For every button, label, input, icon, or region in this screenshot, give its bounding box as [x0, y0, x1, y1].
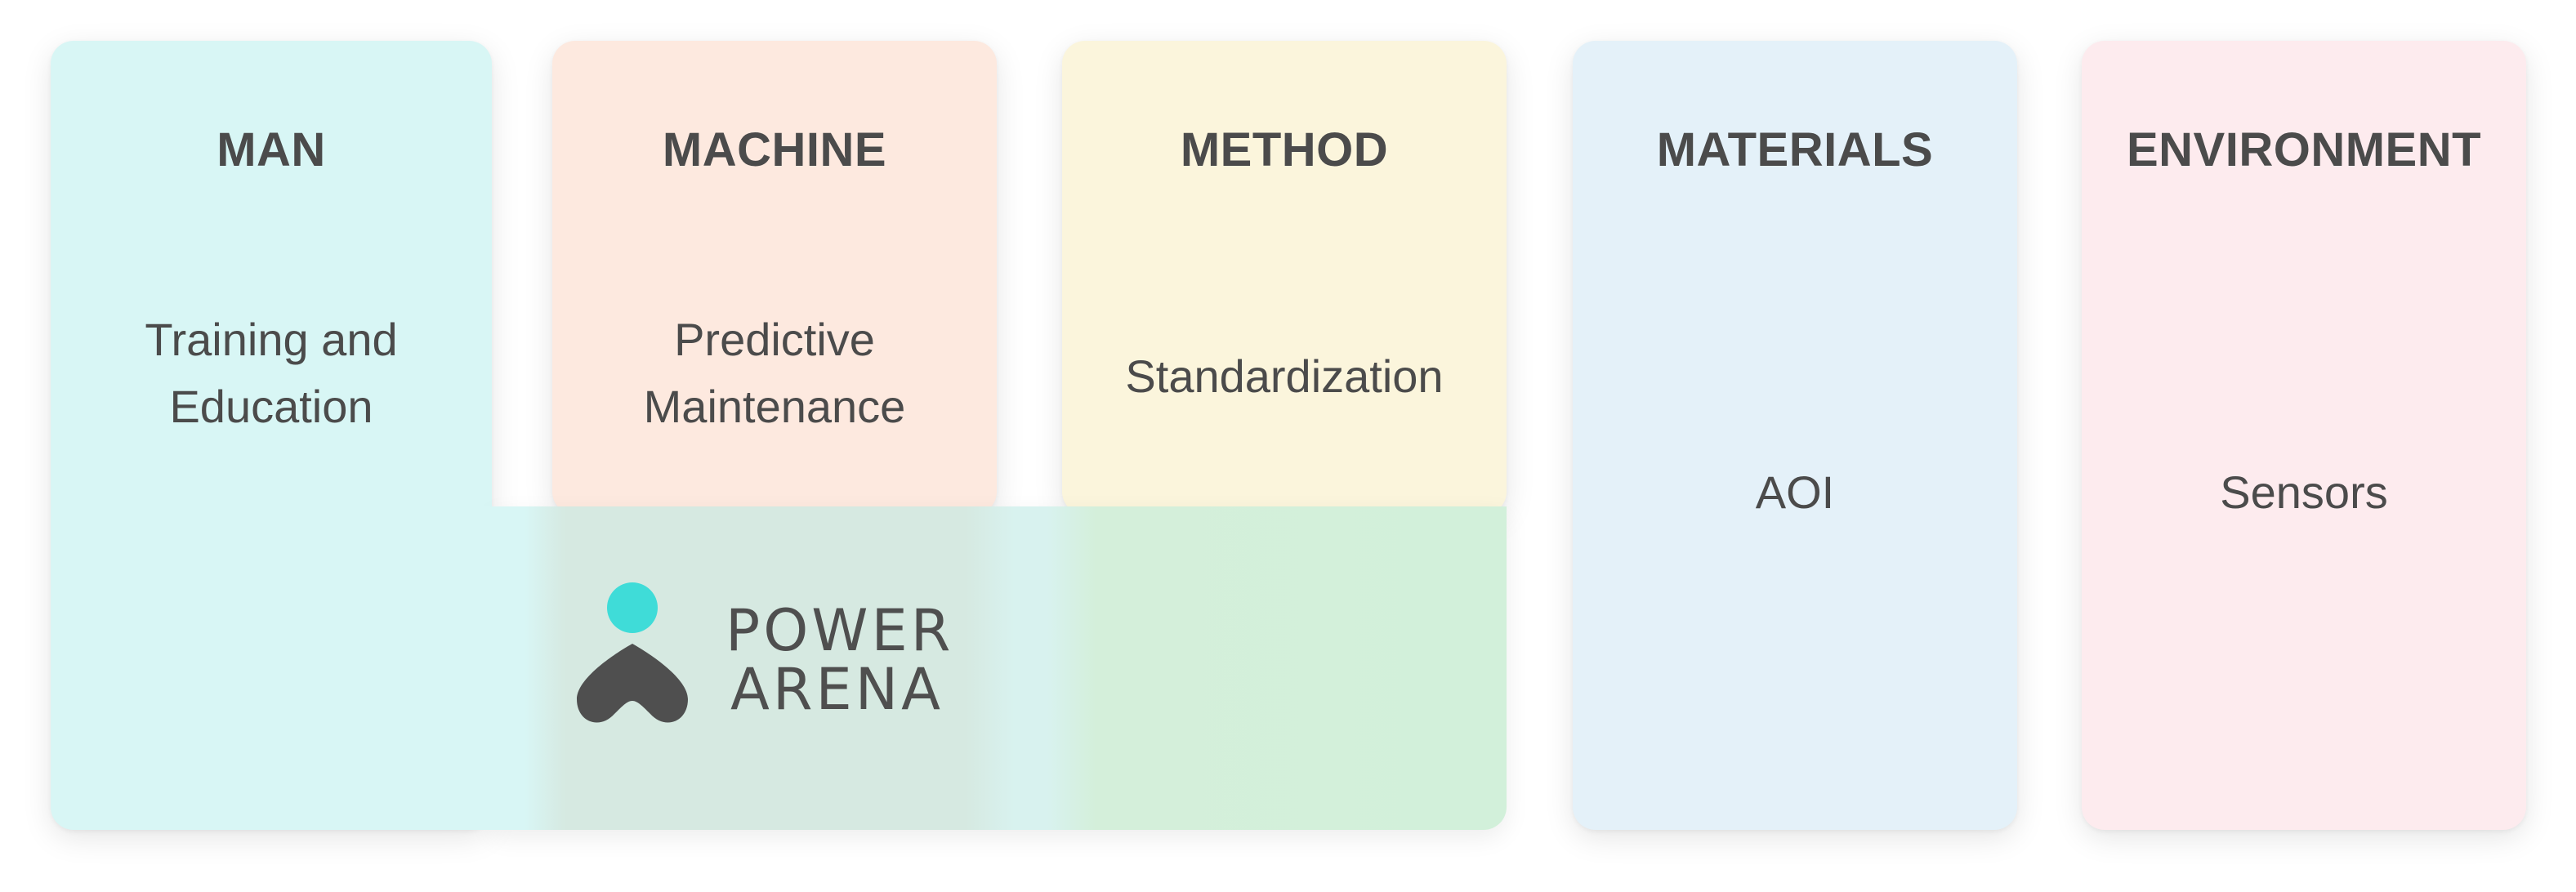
category-title: MACHINE [662, 123, 887, 176]
category-title: MATERIALS [1656, 123, 1934, 176]
category-card-machine: MACHINE Predictive Maintenance [552, 41, 997, 515]
description-line: Education [169, 381, 373, 432]
logo-arch [577, 644, 688, 723]
description-line: Maintenance [643, 381, 906, 432]
power-arena-logo: POWER ARENA [569, 577, 993, 740]
category-title: METHOD [1180, 123, 1389, 176]
category-description: Standardization [1062, 343, 1507, 410]
description-line: AOI [1755, 466, 1835, 518]
category-card-materials: MATERIALS AOI [1573, 41, 2017, 830]
category-card-environment: ENVIRONMENT Sensors [2082, 41, 2526, 830]
category-title: ENVIRONMENT [2126, 123, 2482, 176]
category-card-method: METHOD Standardization [1062, 41, 1507, 515]
band-seam [458, 506, 523, 830]
description-line: Standardization [1125, 350, 1444, 402]
category-card-man: MAN Training and Education [51, 41, 492, 830]
logo-line-1: POWER [725, 597, 954, 664]
description-line: Predictive [674, 314, 875, 365]
category-description: Training and Education [51, 306, 492, 440]
category-description: Sensors [2082, 459, 2526, 526]
description-line: Training and [145, 314, 398, 365]
logo-line-2: ARENA [730, 656, 944, 723]
category-title: MAN [217, 123, 326, 176]
category-description: AOI [1573, 459, 2017, 526]
logo-wordmark: POWER ARENA [725, 601, 953, 719]
logo-dot [607, 582, 658, 633]
power-arena-mark-icon [577, 582, 688, 723]
category-description: Predictive Maintenance [552, 306, 997, 440]
description-line: Sensors [2220, 466, 2388, 518]
